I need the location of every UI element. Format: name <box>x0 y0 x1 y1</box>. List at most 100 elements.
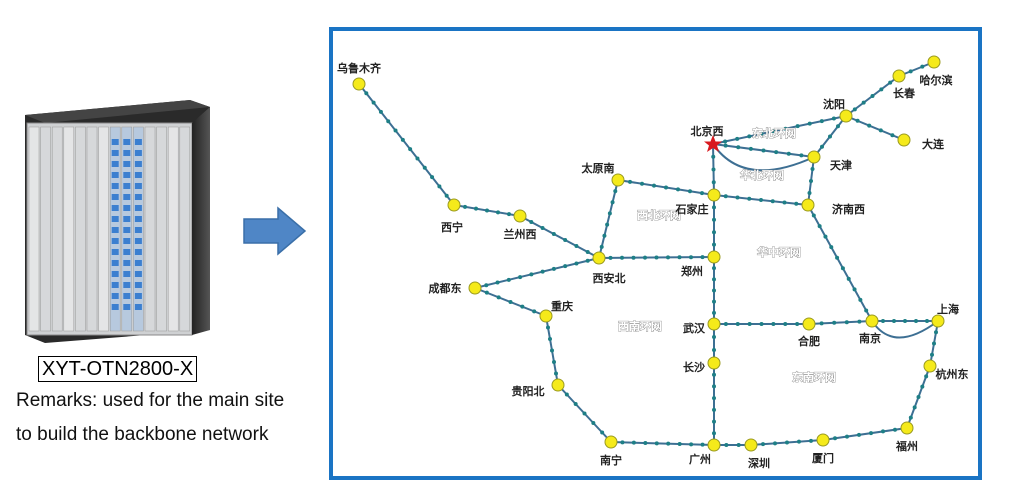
station-dot <box>495 280 500 285</box>
station-dot <box>782 200 787 205</box>
station-dot <box>835 255 840 260</box>
station-dot <box>914 319 918 323</box>
station-dot <box>582 411 587 416</box>
station-dot <box>771 322 776 326</box>
station-dot <box>677 442 682 446</box>
station-dot <box>794 201 799 206</box>
station-dot <box>807 191 812 195</box>
station-dot <box>712 384 716 389</box>
station-dot <box>666 255 670 260</box>
station-dot <box>640 181 644 186</box>
station-dot <box>711 154 716 159</box>
hub-label: 厦门 <box>812 451 834 465</box>
station-dot <box>386 119 391 124</box>
station-dot <box>861 100 866 105</box>
hub-label: 深圳 <box>748 456 770 470</box>
hub-node <box>900 421 914 435</box>
station-dot <box>878 128 883 133</box>
station-dot <box>881 319 885 323</box>
ring-label: 华中环网 <box>757 245 801 259</box>
station-dot <box>408 147 413 152</box>
station-dot <box>689 442 694 447</box>
station-dot <box>711 167 716 172</box>
station-dot <box>858 297 863 302</box>
station-dot <box>540 226 545 230</box>
rail-link <box>474 257 600 289</box>
station-dot <box>908 69 913 74</box>
station-dot <box>712 419 716 424</box>
hub-node <box>352 77 366 91</box>
station-dot <box>809 179 813 183</box>
hub-label: 沈阳 <box>823 97 845 111</box>
station-dot <box>809 438 813 443</box>
station-dot <box>747 134 752 139</box>
station-dot <box>735 322 740 326</box>
station-dot <box>507 212 511 217</box>
hub-label: 合肥 <box>798 334 820 348</box>
station-dot <box>700 255 705 260</box>
ring-label: 华北环网 <box>740 168 784 182</box>
station-dot <box>546 325 550 330</box>
rail-link <box>610 441 715 446</box>
station-dot <box>437 184 442 189</box>
device-model-label: XYT-OTN2800-X <box>38 356 198 382</box>
station-dot <box>723 322 728 326</box>
station-dot <box>799 153 804 158</box>
station-dot <box>400 137 405 142</box>
hub-label: 上海 <box>937 302 959 316</box>
station-dot <box>574 244 579 248</box>
station-dot <box>879 87 884 92</box>
station-dot <box>855 118 860 123</box>
station-dot <box>723 194 728 199</box>
station-dot <box>783 126 788 131</box>
station-dot <box>712 242 716 247</box>
station-dot <box>785 440 789 445</box>
station-dot <box>908 415 913 420</box>
station-dot <box>563 264 568 269</box>
hub-label: 乌鲁木齐 <box>337 61 382 75</box>
station-dot <box>548 337 552 341</box>
hub-label: 郑州 <box>681 264 703 278</box>
station-dot <box>712 288 716 293</box>
station-dot <box>602 233 607 238</box>
station-dot <box>786 151 791 156</box>
station-dot <box>712 348 716 352</box>
station-dot <box>916 395 921 399</box>
station-dot <box>735 195 740 200</box>
hub-node <box>802 317 816 331</box>
station-dot <box>817 224 822 229</box>
hub-label: 长沙 <box>683 360 705 374</box>
hub-node <box>707 356 721 370</box>
station-dot <box>845 434 849 439</box>
hub-node <box>707 317 721 331</box>
hub-node <box>923 359 937 373</box>
station-dot <box>677 255 682 260</box>
station-dot <box>771 129 776 134</box>
station-dot <box>759 131 764 136</box>
hub-label: 济南西 <box>832 202 865 216</box>
station-dot <box>573 402 578 406</box>
otn-device-image <box>15 95 215 345</box>
station-dot <box>761 442 765 447</box>
station-dot <box>599 244 604 249</box>
capital-star-icon <box>704 135 722 152</box>
station-dot <box>628 179 632 184</box>
station-dot <box>932 341 936 346</box>
station-dot <box>620 255 624 260</box>
station-dot <box>711 180 716 185</box>
station-dot <box>723 139 728 144</box>
hub-node <box>707 438 721 452</box>
hub-label: 贵阳北 <box>512 384 545 398</box>
station-dot <box>689 255 693 260</box>
station-dot <box>774 150 779 155</box>
hub-node <box>604 435 618 449</box>
hub-label: 石家庄 <box>675 202 709 216</box>
hub-node <box>539 309 553 323</box>
station-dot <box>770 199 775 204</box>
station-dot <box>700 442 705 447</box>
station-dot <box>551 266 556 271</box>
station-dot <box>610 200 615 205</box>
hub-node <box>931 314 945 328</box>
station-dot <box>832 320 837 325</box>
station-dot <box>867 123 872 128</box>
